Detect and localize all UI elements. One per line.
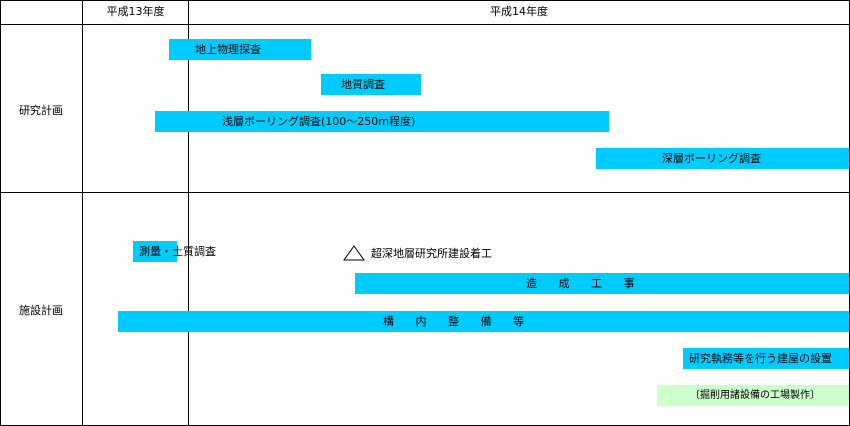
bar-deep-boring — [596, 148, 849, 169]
bar-shallow-boring — [155, 111, 609, 132]
label-column-divider — [82, 0, 83, 426]
header-fy13: 平成13年度 — [106, 5, 165, 18]
border-left — [0, 0, 1, 426]
label-deep-boring: 深層ボーリング調査 — [662, 152, 761, 165]
bar-geology-survey — [321, 74, 421, 95]
triangle-outline-icon — [343, 245, 365, 261]
border-top — [0, 0, 850, 1]
label-premises: 構 内 整 備 等 — [383, 315, 533, 328]
label-survey-soil: 測量・土質調査 — [139, 245, 216, 258]
label-ground-survey: 地上物理探査 — [195, 43, 261, 56]
header-separator — [0, 24, 850, 25]
label-building: 研究執務等を行う建屋の設置 — [689, 352, 832, 365]
label-groundbreaking: 超深地層研究所建設着工 — [371, 247, 492, 260]
bar-premises — [118, 311, 849, 332]
row-label-facility: 施設計画 — [19, 304, 63, 317]
bar-equipment — [657, 385, 849, 406]
label-shallow-boring: 浅層ボーリング調査(100～250m程度) — [222, 115, 416, 128]
bar-construction — [355, 273, 849, 294]
bar-survey-soil — [133, 241, 177, 262]
row-label-research: 研究計画 — [19, 104, 63, 117]
bar-building — [683, 348, 849, 369]
label-construction: 造 成 工 事 — [526, 277, 644, 290]
label-equipment: 〔掘削用諸設備の工場製作〕 — [690, 390, 820, 401]
label-geology-survey: 地質調査 — [341, 78, 385, 91]
row-separator — [0, 192, 850, 193]
fiscal-year-divider — [188, 0, 189, 426]
bar-ground-survey — [169, 39, 311, 60]
header-fy14: 平成14年度 — [490, 5, 548, 18]
